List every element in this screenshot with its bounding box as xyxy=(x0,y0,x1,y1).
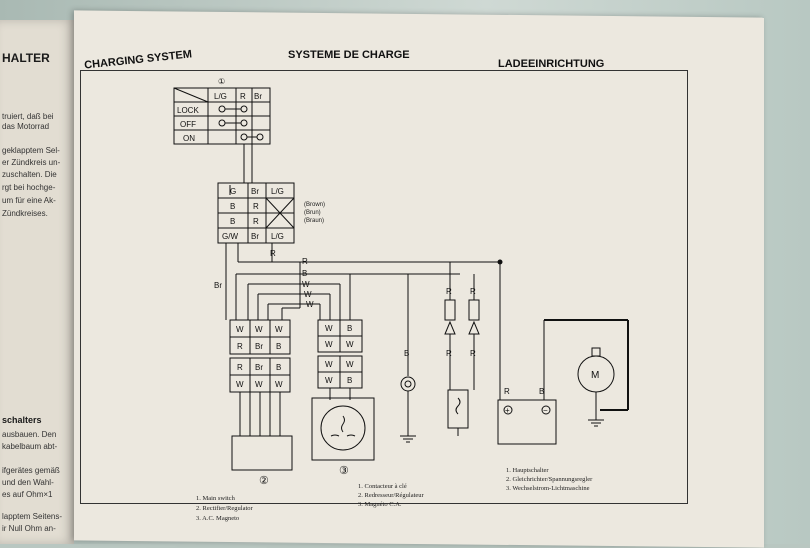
switch-col: R xyxy=(240,92,246,101)
wire-label: R xyxy=(302,257,308,266)
wire-label: R xyxy=(470,287,476,296)
wire-label: R xyxy=(446,287,452,296)
wire-color-note: (Brun) xyxy=(304,210,321,216)
left-text-line: ausbauen. Den xyxy=(2,430,57,439)
conn-a-cell: Br xyxy=(251,232,259,241)
left-text-line: um für eine Ak- xyxy=(2,196,56,205)
conn-a-cell: B xyxy=(230,202,235,211)
mag-plug-cell: W xyxy=(325,340,333,349)
conn-a-cell: L/G xyxy=(271,187,284,196)
left-text-line: er Zündkreis un- xyxy=(2,158,61,167)
wire-label: W xyxy=(302,280,310,289)
legend-de-item: 1. Hauptschalter xyxy=(506,467,549,474)
wire-label: R xyxy=(470,349,476,358)
switch-col: Br xyxy=(254,92,262,101)
conn-a-cell: R xyxy=(253,217,259,226)
wire-label: W xyxy=(306,300,314,309)
conn-a-cell: R xyxy=(253,202,259,211)
left-text-line: truiert, daß bei xyxy=(2,112,54,121)
reg-plug-cell: W xyxy=(255,380,263,389)
wire-label: B xyxy=(302,269,307,278)
switch-col: L/G xyxy=(214,92,227,101)
reg-plug-cell: R xyxy=(237,363,243,372)
wire-label: B xyxy=(539,387,544,396)
conn-a-cell: Br xyxy=(251,187,259,196)
reg-plug-cell: W xyxy=(236,380,244,389)
wire-label: Br xyxy=(214,281,222,290)
battery-minus: − xyxy=(543,406,548,415)
switch-number: ① xyxy=(218,77,225,86)
reg-plug-cell: W xyxy=(236,325,244,334)
magneto-number: ③ xyxy=(339,465,349,477)
left-text-line: kabelbaum abt- xyxy=(2,442,58,451)
regulator-number: ② xyxy=(259,475,269,487)
wire-label: R xyxy=(270,249,276,258)
legend-en-item: 3. A.C. Magneto xyxy=(196,515,239,522)
switch-row-on: ON xyxy=(183,134,195,143)
conn-a-cell: L/G xyxy=(271,232,284,241)
mag-plug-cell: W xyxy=(346,360,354,369)
motor-symbol: M xyxy=(591,370,599,381)
legend-fr-item: 1. Contacteur à clé xyxy=(358,483,407,490)
legend-de-item: 2. Gleichrichter/Spannungsregler xyxy=(506,476,593,483)
wire-label: W xyxy=(304,290,312,299)
left-text-line: zuschalten. Die xyxy=(2,170,57,179)
mag-plug-cell: W xyxy=(346,340,354,349)
wire-color-note: (Brown) xyxy=(304,202,325,208)
battery-plus: + xyxy=(505,406,510,415)
mag-plug-cell: W xyxy=(325,376,333,385)
left-page-heading: HALTER xyxy=(2,51,50,65)
mag-plug-cell: W xyxy=(325,360,333,369)
reg-plug-cell: W xyxy=(275,325,283,334)
left-page: HALTER truiert, daß bei das Motorrad gek… xyxy=(0,20,74,544)
left-text-line: rgt bei hochge- xyxy=(2,183,56,192)
mag-plug-cell: B xyxy=(347,376,352,385)
legend-fr-item: 2. Redresseur/Régulateur xyxy=(358,492,425,499)
diagram-frame xyxy=(80,70,688,504)
reg-plug-cell: W xyxy=(255,325,263,334)
left-text-line: lapptem Seitens- xyxy=(2,512,63,521)
wire-label: R xyxy=(504,387,510,396)
header-french: SYSTEME DE CHARGE xyxy=(288,49,410,61)
left-text-line: es auf Ohm×1 xyxy=(2,490,53,499)
legend-en-item: 2. Rectifier/Regulator xyxy=(196,505,254,512)
left-text-line: das Motorrad xyxy=(2,122,50,131)
reg-plug-cell: B xyxy=(276,363,281,372)
header-german: LADEEINRICHTUNG xyxy=(498,58,605,70)
reg-plug-cell: R xyxy=(237,342,243,351)
legend-de-item: 3. Wechselstrom-Lichtmaschine xyxy=(506,485,590,492)
conn-a-cell: B xyxy=(230,217,235,226)
left-text-line: ifgerätes gemäß xyxy=(2,466,60,475)
mag-plug-cell: W xyxy=(325,324,333,333)
wire-label: B xyxy=(404,349,409,358)
switch-row-off: OFF xyxy=(180,120,196,129)
left-text-line: Zündkreises. xyxy=(2,209,48,218)
mag-plug-cell: B xyxy=(347,324,352,333)
wire-color-note: (Braun) xyxy=(304,218,324,224)
legend-fr-item: 3. Magnéto C.A. xyxy=(358,501,402,508)
reg-plug-cell: Br xyxy=(255,363,263,372)
left-text-line: und den Wahl- xyxy=(2,478,54,487)
reg-plug-cell: Br xyxy=(255,342,263,351)
reg-plug-cell: W xyxy=(275,380,283,389)
left-page-heading-2: schalters xyxy=(2,415,42,425)
legend-en-item: 1. Main switch xyxy=(196,495,236,502)
left-text-line: ir Null Ohm an- xyxy=(2,524,56,533)
conn-a-cell: G/W xyxy=(222,232,238,241)
conn-a-cell: G xyxy=(230,187,236,196)
reg-plug-cell: B xyxy=(276,342,281,351)
switch-row-lock: LOCK xyxy=(177,106,199,115)
wire-label: R xyxy=(446,349,452,358)
left-text-line: geklapptem Sel- xyxy=(2,146,60,155)
